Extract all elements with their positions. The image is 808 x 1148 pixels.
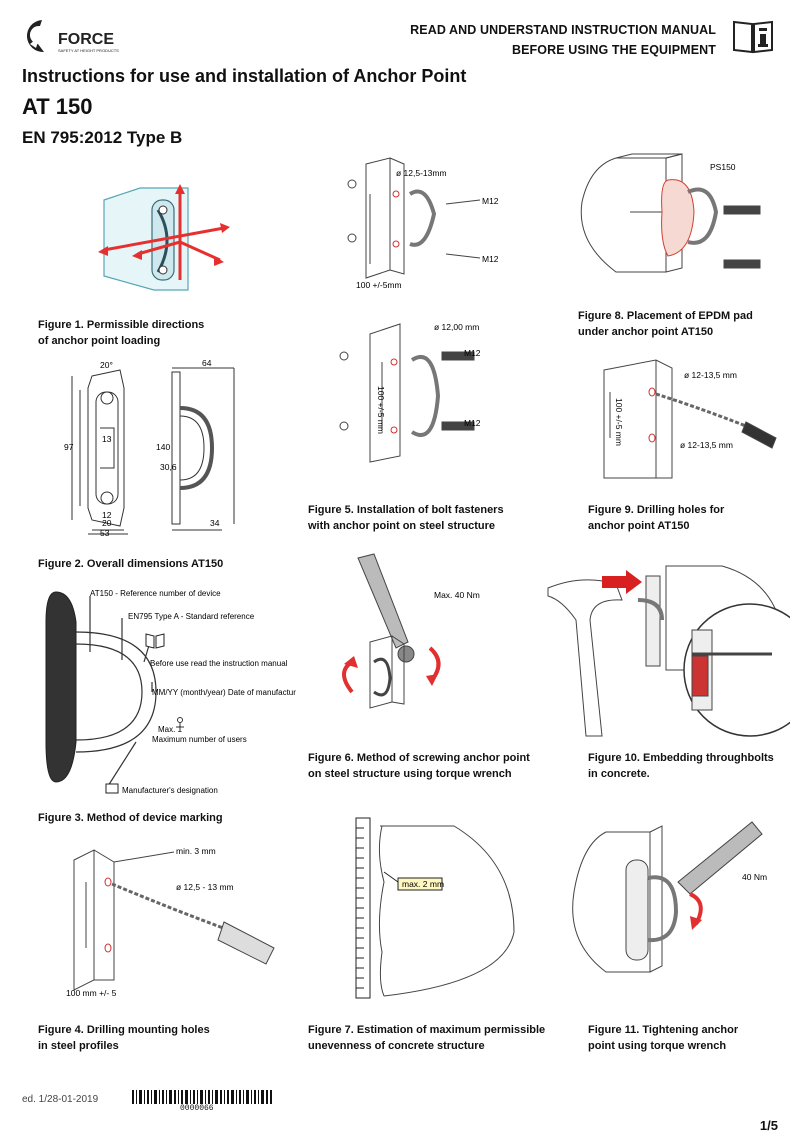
figure-3-drawing: AT150 - Reference number of device EN795…: [45, 589, 296, 795]
caption-line: of anchor point loading: [38, 335, 161, 347]
title-line-3: EN 795:2012 Type B: [22, 128, 183, 147]
f5b-m12-a: M12: [464, 348, 481, 358]
figure-3-caption: Figure 3. Method of device marking: [38, 810, 223, 826]
caption-line: Figure 4. Drilling mounting holes: [38, 1024, 210, 1036]
figure-11-drawing: 40 Nm: [572, 821, 767, 973]
dim-97: 97: [64, 442, 74, 452]
user-icon: [176, 717, 184, 732]
dim-64: 64: [202, 358, 212, 368]
f9-dist-label: 100 +/-5 mm: [614, 398, 624, 446]
caption-line: Figure 10. Embedding throughbolts: [588, 752, 774, 764]
f4-hole-label: ø 12,5 - 13 mm: [176, 882, 234, 892]
caption-line: Figure 9. Drilling holes for: [588, 504, 725, 516]
caption-line: Figure 2. Overall dimensions AT150: [38, 558, 224, 570]
figure-9-caption: Figure 9. Drilling holes for anchor poin…: [588, 502, 724, 534]
dim-12: 12: [102, 510, 112, 520]
caption-line: Figure 3. Method of device marking: [38, 812, 223, 824]
brand-name: FORCE: [58, 31, 114, 48]
dim-30-6: 30,6: [160, 462, 177, 472]
caption-line: in steel profiles: [38, 1040, 119, 1052]
figure-1-drawing: [98, 184, 230, 291]
caption-line: Figure 5. Installation of bolt fasteners: [308, 504, 504, 516]
f5a-m12-a: M12: [482, 196, 499, 206]
figure-2-drawing: 20° 64 97 140 53 34 13 12 20 30,6: [64, 358, 235, 538]
f5b-hole-label: ø 12,00 mm: [434, 322, 479, 332]
f8-pad-label: PS150: [710, 162, 736, 172]
figure-10-caption: Figure 10. Embedding throughbolts in con…: [588, 750, 774, 782]
f5a-hole-label: ø 12,5-13mm: [396, 168, 447, 178]
f5a-m12-b: M12: [482, 254, 499, 264]
manufacturer-icon: [105, 783, 119, 794]
caption-line: Figure 7. Estimation of maximum permissi…: [308, 1024, 546, 1036]
caption-line: anchor point AT150: [588, 520, 690, 532]
figure-8-drawing: PS150: [580, 153, 761, 273]
marking-manual: Before use read the instruction manual: [150, 659, 288, 668]
figure-5b-drawing: ø 12,00 mm M12 M12 100 +/-5 mm: [339, 322, 481, 463]
marking-reference: AT150 - Reference number of device: [90, 589, 221, 598]
marking-date: MM/YY (month/year) Date of manufacture: [152, 688, 296, 697]
dim-13: 13: [102, 434, 112, 444]
figure-7-caption: Figure 7. Estimation of maximum permissi…: [308, 1022, 545, 1054]
warning-line-1: READ AND UNDERSTAND INSTRUCTION MANUAL: [410, 23, 716, 37]
caption-line: Figure 11. Tightening anchor: [588, 1024, 739, 1036]
f5b-dist-label: 100 +/-5 mm: [376, 386, 386, 434]
caption-line: on steel structure using torque wrench: [308, 768, 512, 780]
figure-4-drawing: min. 3 mm ø 12,5 - 13 mm 100 mm +/- 5: [66, 846, 275, 998]
f7-max-label: max. 2 mm: [402, 879, 444, 889]
f6-torque-label: Max. 40 Nm: [434, 590, 480, 600]
caption-line: point using torque wrench: [588, 1040, 727, 1052]
dim-20deg: 20°: [100, 360, 113, 370]
figure-4-caption: Figure 4. Drilling mounting holes in ste…: [38, 1022, 210, 1054]
barcode-number: 0000066: [180, 1104, 214, 1113]
manual-book-icon: [145, 633, 165, 649]
figure-11-caption: Figure 11. Tightening anchor point using…: [588, 1022, 738, 1054]
page-number: 1/5: [759, 1118, 778, 1133]
f9-hole-1: ø 12-13,5 mm: [684, 370, 737, 380]
marking-manufacturer: Manufacturer's designation: [122, 786, 218, 795]
figure-2-caption: Figure 2. Overall dimensions AT150: [38, 556, 223, 572]
dim-140: 140: [156, 442, 170, 452]
figure-1-caption: Figure 1. Permissible directions of anch…: [38, 317, 204, 349]
caption-line: Figure 1. Permissible directions: [38, 319, 205, 331]
dim-20: 20: [102, 518, 112, 528]
brand-tagline: SAFETY AT HEIGHT PRODUCTS: [58, 48, 119, 53]
edition-label: ed. 1/28-01-2019: [22, 1094, 99, 1105]
title-line-2: AT 150: [22, 94, 93, 119]
f5a-dist-label: 100 +/-5mm: [356, 280, 402, 290]
title-line-1: Instructions for use and installation of…: [22, 66, 467, 86]
figure-10-drawing: [547, 565, 790, 737]
f4-dist-label: 100 mm +/- 5: [66, 988, 117, 998]
barcode: [132, 1090, 272, 1104]
info-book-icon: [733, 20, 773, 54]
marking-users: Maximum number of users: [152, 735, 247, 744]
warning-line-2: BEFORE USING THE EQUIPMENT: [511, 43, 716, 57]
f4-min-label: min. 3 mm: [176, 846, 216, 856]
warning-header: READ AND UNDERSTAND INSTRUCTION MANUAL B…: [410, 20, 716, 60]
figure-8-caption: Figure 8. Placement of EPDM pad under an…: [578, 308, 753, 340]
figure-9-drawing: ø 12-13,5 mm ø 12-13,5 mm 100 +/-5 mm: [603, 359, 777, 479]
f5b-m12-b: M12: [464, 418, 481, 428]
figure-5-caption: Figure 5. Installation of bolt fasteners…: [308, 502, 504, 534]
figure-5a-drawing: ø 12,5-13mm M12 M12 100 +/-5mm: [347, 157, 499, 290]
marking-standard: EN795 Type A - Standard reference: [128, 612, 255, 621]
figure-6-drawing: Max. 40 Nm: [342, 553, 480, 709]
caption-line: Figure 8. Placement of EPDM pad: [578, 310, 753, 322]
caption-line: in concrete.: [588, 768, 650, 780]
force-logo: FORCE SAFETY AT HEIGHT PRODUCTS: [26, 20, 119, 53]
caption-line: Figure 6. Method of screwing anchor poin…: [308, 752, 530, 764]
caption-line: with anchor point on steel structure: [308, 520, 496, 532]
caption-line: under anchor point AT150: [578, 326, 714, 338]
marking-max: Max. 1: [158, 725, 183, 734]
dim-53: 53: [100, 528, 110, 538]
figure-7-drawing: max. 2 mm: [355, 817, 515, 999]
f11-torque-label: 40 Nm: [742, 872, 767, 882]
f9-hole-2: ø 12-13,5 mm: [680, 440, 733, 450]
dim-34: 34: [210, 518, 220, 528]
figure-6-caption: Figure 6. Method of screwing anchor poin…: [308, 750, 530, 782]
caption-line: unevenness of concrete structure: [308, 1040, 485, 1052]
